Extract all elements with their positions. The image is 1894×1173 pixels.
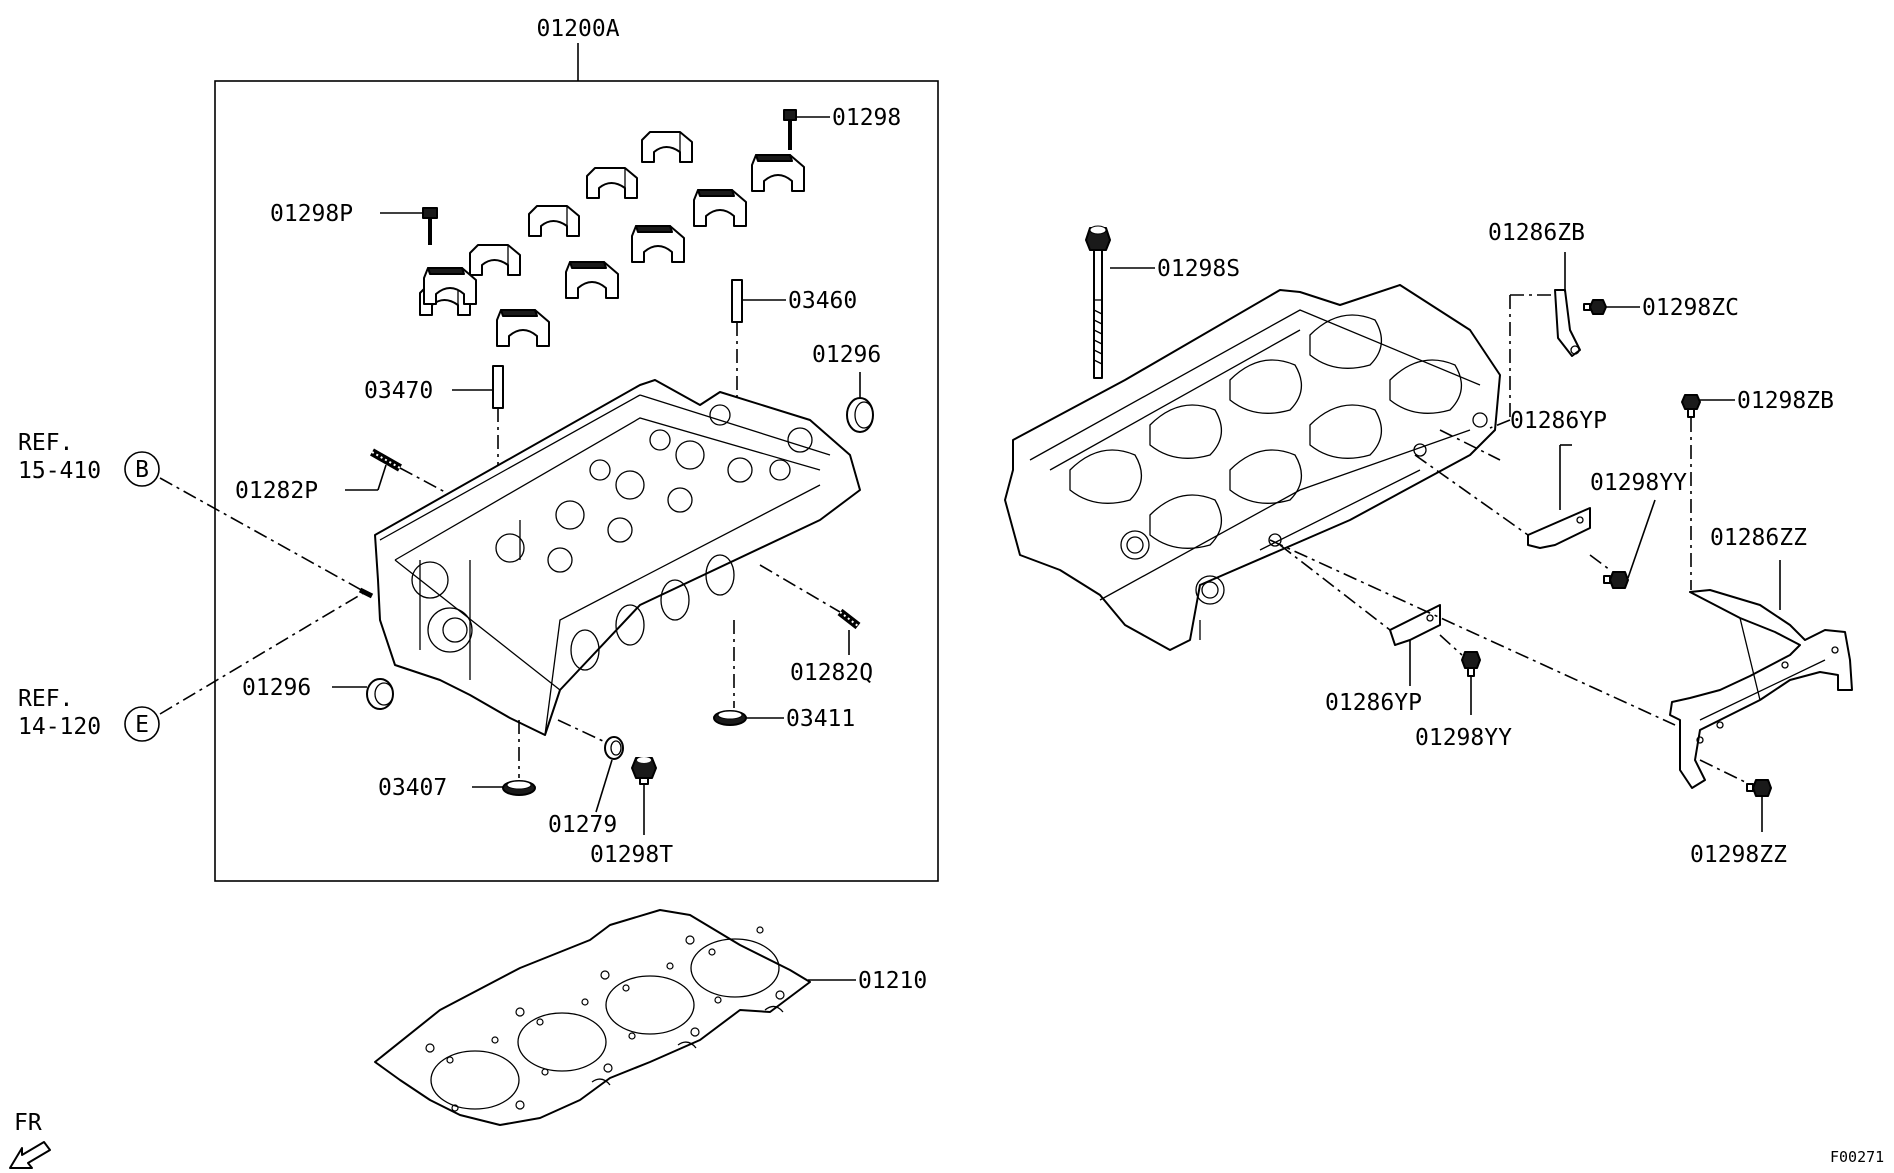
head-gasket[interactable]	[374, 909, 811, 1126]
washer-01279[interactable]	[604, 736, 624, 760]
bolt-01298zz[interactable]	[1746, 779, 1772, 797]
label-01286zz: 01286ZZ	[1710, 525, 1807, 551]
camshaft-cap[interactable]	[751, 154, 805, 192]
bolt-01298zc[interactable]	[1583, 299, 1607, 315]
plug-03407[interactable]	[502, 780, 536, 796]
head-bolt-01298s[interactable]	[1085, 225, 1111, 379]
ref-e-letter: E	[135, 712, 149, 738]
bolt-01298p[interactable]	[422, 207, 438, 245]
bolt-01298zb[interactable]	[1681, 394, 1701, 418]
label-03470: 03470	[364, 378, 433, 404]
camshaft-cap[interactable]	[693, 189, 747, 227]
label-01298p: 01298P	[270, 201, 353, 227]
cylinder-head-underside[interactable]	[1004, 284, 1501, 651]
camshaft-cap[interactable]	[641, 131, 693, 163]
label-01286zb: 01286ZB	[1488, 220, 1585, 246]
label-01210: 01210	[858, 968, 927, 994]
label-01298: 01298	[832, 105, 901, 131]
camshaft-caps	[419, 131, 805, 347]
label-01296-left: 01296	[242, 675, 311, 701]
label-01286yp-lower: 01286YP	[1325, 690, 1422, 716]
label-01298yy-upper: 01298YY	[1590, 470, 1687, 496]
label-01282q: 01282Q	[790, 660, 873, 686]
label-01298zc: 01298ZC	[1642, 295, 1739, 321]
ref-b-leader	[159, 477, 366, 593]
bracket-01286yp-upper[interactable]	[1527, 507, 1591, 549]
figure-code: F00271	[1830, 1148, 1884, 1166]
ref-e-code: 14-120	[18, 714, 101, 740]
bracket-01286zz[interactable]	[1669, 589, 1853, 789]
ref-e-leader	[159, 591, 366, 715]
bolt-01298yy-lower[interactable]	[1461, 651, 1481, 677]
label-01298t: 01298T	[590, 842, 673, 868]
assembly-label: 01200A	[536, 16, 619, 42]
bolt-01298[interactable]	[783, 109, 797, 150]
camshaft-cap[interactable]	[586, 167, 638, 199]
camshaft-cap[interactable]	[528, 205, 580, 237]
camshaft-cap[interactable]	[631, 225, 685, 263]
reference-callout-b[interactable]: REF. 15-410 B	[18, 430, 160, 487]
label-01296-top: 01296	[812, 342, 881, 368]
bracket-01286yp-lower[interactable]	[1389, 604, 1441, 646]
label-01298zb: 01298ZB	[1737, 388, 1834, 414]
label-01282p: 01282P	[235, 478, 318, 504]
dowel-pin-03470[interactable]	[492, 365, 504, 409]
camshaft-cap[interactable]	[423, 267, 477, 305]
stud-01282q[interactable]	[837, 608, 861, 630]
label-01279: 01279	[548, 812, 617, 838]
label-03407: 03407	[378, 775, 447, 801]
label-03460: 03460	[788, 288, 857, 314]
front-direction-indicator: FR	[9, 1110, 51, 1169]
plug-03411[interactable]	[713, 710, 747, 726]
bolt-01298yy-upper[interactable]	[1603, 571, 1629, 589]
stud-01282p[interactable]	[370, 448, 402, 472]
bracket-01286zb[interactable]	[1554, 289, 1581, 357]
camshaft-cap[interactable]	[469, 244, 521, 276]
camshaft-cap[interactable]	[565, 261, 619, 299]
seal-01296-left[interactable]	[366, 678, 394, 710]
camshaft-cap[interactable]	[496, 309, 550, 347]
label-01298zz: 01298ZZ	[1690, 842, 1787, 868]
reference-callout-e[interactable]: REF. 14-120 E	[18, 686, 160, 742]
label-01286yp-upper: 01286YP	[1510, 408, 1607, 434]
ref-b-code: 15-410	[18, 458, 101, 484]
cylinder-head-assembly-box	[214, 80, 939, 882]
ref-b-label: REF.	[18, 430, 73, 456]
ref-e-label: REF.	[18, 686, 73, 712]
seal-01296-top[interactable]	[846, 397, 874, 433]
cylinder-head[interactable]	[374, 379, 861, 736]
bolt-01298t[interactable]	[631, 757, 657, 785]
dowel-pin-03460[interactable]	[731, 279, 743, 323]
label-01298s: 01298S	[1157, 256, 1240, 282]
ref-b-letter: B	[135, 457, 149, 483]
label-01298yy-lower: 01298YY	[1415, 725, 1512, 751]
front-indicator-label: FR	[14, 1110, 42, 1136]
label-03411: 03411	[786, 706, 855, 732]
front-arrow-icon	[9, 1141, 51, 1169]
